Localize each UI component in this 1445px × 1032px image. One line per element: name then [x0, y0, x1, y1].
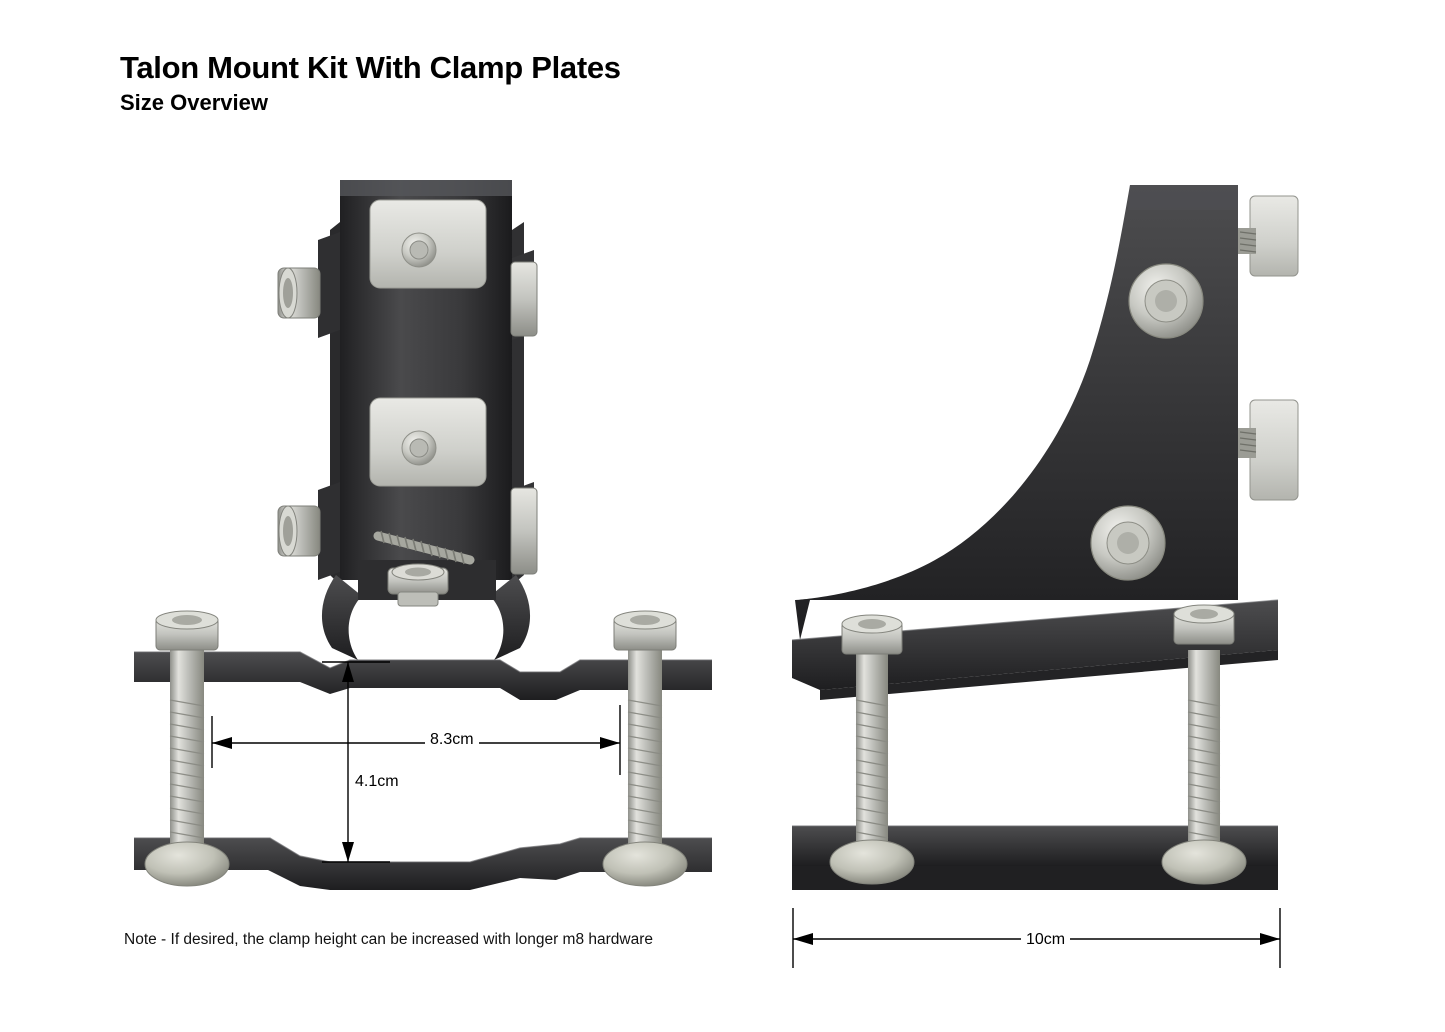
front-m8-bolt-left	[144, 610, 230, 887]
front-view-assembly	[134, 180, 712, 890]
title-block: Talon Mount Kit With Clamp Plates Size O…	[120, 50, 621, 116]
side-m8-bolt-right	[1161, 604, 1247, 885]
side-lower-clamp-bar	[792, 825, 1278, 890]
front-yoke	[321, 530, 531, 660]
side-view-assembly	[791, 185, 1299, 968]
front-fastener-right-lower	[510, 487, 538, 575]
page-title: Talon Mount Kit With Clamp Plates	[120, 50, 621, 85]
front-bolt-left-lower	[277, 505, 321, 557]
front-bracket-body	[318, 180, 534, 585]
front-fastener-right-upper	[510, 261, 538, 337]
front-clamp-plate-lower	[369, 397, 487, 487]
page-subtitle: Size Overview	[120, 89, 268, 115]
front-bolt-left-upper	[277, 267, 321, 319]
dimension-height	[322, 661, 390, 863]
side-bracket-body	[795, 185, 1238, 640]
side-boss-lower	[1090, 505, 1166, 581]
front-m8-bolt-right	[602, 610, 688, 887]
front-center-nut	[387, 563, 449, 607]
front-upper-clamp-bar	[134, 651, 712, 700]
side-boss-upper	[1128, 263, 1204, 339]
dimension-label-width: 8.3cm	[425, 731, 479, 749]
side-plate-upper	[1238, 195, 1299, 277]
front-lower-clamp-bar	[134, 837, 712, 890]
dimension-label-base: 10cm	[1021, 931, 1071, 949]
side-plate-lower	[1238, 399, 1299, 501]
dimension-width	[211, 705, 621, 775]
front-clamp-plate-upper	[369, 199, 487, 289]
note-text: Note - If desired, the clamp height can …	[124, 931, 654, 948]
side-upper-clamp-bar	[791, 599, 1279, 700]
side-m8-bolt-left	[829, 614, 915, 885]
dimension-label-height: 4.1cm	[350, 773, 404, 791]
